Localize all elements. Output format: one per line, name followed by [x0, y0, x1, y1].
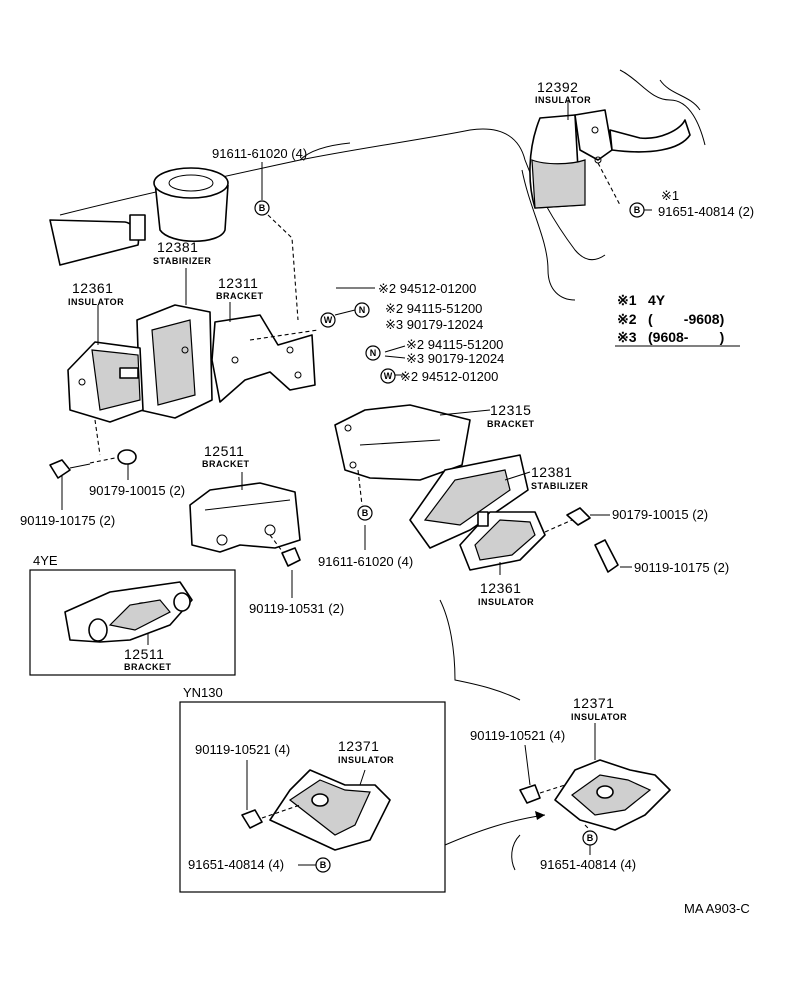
part-name-12371-right: INSULATOR — [571, 712, 627, 722]
callout-bolt-right: 90119-10175 (2) — [634, 560, 729, 575]
part-number-12361-right: 12361 — [480, 580, 521, 596]
symbol-b-top: B — [254, 200, 270, 216]
part-name-12511: BRACKET — [202, 459, 250, 469]
part-number-12315: 12315 — [490, 402, 531, 418]
part-number-12381-left: 12381 — [157, 239, 198, 255]
part-name-12311: BRACKET — [216, 291, 264, 301]
part-number-12311: 12311 — [218, 275, 258, 291]
callout-bolt-top: 91611-61020 (4) — [212, 146, 307, 161]
symbol-b-text: B — [587, 833, 594, 843]
symbol-b-top-right: B — [629, 202, 645, 218]
insulator-12361-left-drawing — [67, 341, 144, 456]
part-name-12361-left: INSULATOR — [68, 297, 124, 307]
symbol-n-text: N — [370, 348, 377, 358]
symbol-b-text: B — [634, 205, 641, 215]
oil-filler-cap — [153, 167, 229, 243]
callout-washer-a: ※2 94512-01200 — [378, 281, 476, 296]
part-number-12511: 12511 — [204, 443, 244, 459]
legend-mark-2: ※2 — [617, 311, 637, 327]
callout-bolt-left: 90119-10175 (2) — [20, 513, 115, 528]
symbol-w-a: W — [320, 312, 336, 328]
bracket-12511-drawing — [189, 482, 301, 567]
callout-bolt-center: 91611-61020 (4) — [318, 554, 413, 569]
symbol-b-text: B — [259, 203, 266, 213]
footer-code: MA A903-C — [684, 901, 750, 916]
symbol-b-bottom-right: B — [582, 830, 598, 846]
callout-bolt-yn130-bottom: 91651-40814 (4) — [188, 857, 284, 872]
right-fasteners — [544, 507, 619, 573]
box-yn130-title: YN130 — [183, 685, 223, 700]
box-yn130 — [179, 701, 446, 893]
legend-text-3: (9608- ) — [648, 329, 724, 345]
part-number-12361-left: 12361 — [72, 280, 113, 296]
part-number-12392: 12392 — [537, 79, 578, 95]
callout-bolt-12511: 90119-10531 (2) — [249, 601, 344, 616]
callout-nut-right: 90179-10015 (2) — [612, 507, 708, 522]
insulator-12371-right-drawing — [519, 759, 671, 831]
symbol-b-text: B — [320, 860, 327, 870]
part-number-12371-yn130: 12371 — [338, 738, 379, 754]
part-name-12361-right: INSULATOR — [478, 597, 534, 607]
callout-nut-b2: ※2 94115-51200 — [406, 337, 503, 352]
part-name-12371-yn130: INSULATOR — [338, 755, 394, 765]
symbol-n-b: N — [365, 345, 381, 361]
transition-arrow — [444, 814, 546, 846]
part-name-12392: INSULATOR — [535, 95, 591, 105]
part-name-12511-4ye: BRACKET — [124, 662, 172, 672]
box-4ye — [29, 569, 236, 676]
insulator-12361-right-drawing — [459, 511, 546, 571]
arrow-head-icon — [535, 811, 545, 820]
stabilizer-12381-right-drawing — [409, 454, 529, 549]
symbol-n-text: N — [359, 305, 366, 315]
leader-lines — [61, 100, 652, 866]
left-fasteners — [49, 449, 137, 479]
symbol-n-a: N — [354, 302, 370, 318]
callout-nut-left: 90179-10015 (2) — [89, 483, 185, 498]
legend-text-2: ( -9608) — [648, 311, 724, 327]
symbol-b-yn130: B — [315, 857, 331, 873]
insulator-12392-drawing — [529, 109, 691, 209]
callout-nut-b3: ※3 90179-12024 — [406, 351, 504, 366]
symbol-w-b: W — [380, 368, 396, 384]
part-name-12315: BRACKET — [487, 419, 535, 429]
callout-bolt-yn130: 90119-10521 (4) — [195, 742, 290, 757]
part-number-12371-right: 12371 — [573, 695, 614, 711]
callout-mark-1: ※1 — [661, 188, 679, 203]
symbol-w-text: W — [384, 371, 393, 381]
callout-bolt-12371-bottom: 91651-40814 (4) — [540, 857, 636, 872]
legend-mark-3: ※3 — [617, 329, 637, 345]
legend-text-1: 4Y — [648, 292, 666, 308]
legend-mark-1: ※1 — [617, 292, 637, 308]
part-number-12511-4ye: 12511 — [124, 646, 164, 662]
bracket-12311-drawing — [211, 314, 319, 403]
callout-nut-a3: ※3 90179-12024 — [385, 317, 483, 332]
part-name-12381-left: STABIRIZER — [153, 256, 211, 266]
callout-nut-a2: ※2 94115-51200 — [385, 301, 482, 316]
callout-washer-b: ※2 94512-01200 — [400, 369, 498, 384]
bracket-12315-drawing — [334, 404, 471, 506]
callout-bolt-12371-right: 90119-10521 (4) — [470, 728, 565, 743]
symbol-b-text: B — [362, 508, 369, 518]
symbol-b-center: B — [357, 505, 373, 521]
stabilizer-12381-left-drawing — [136, 304, 213, 419]
callout-bolt-top-right: 91651-40814 (2) — [658, 204, 754, 219]
part-name-12381-right: STABILIZER — [531, 481, 588, 491]
symbol-w-text: W — [324, 315, 333, 325]
part-number-12381-right: 12381 — [531, 464, 572, 480]
box-4ye-title: 4YE — [33, 553, 58, 568]
coolant-pipe — [49, 214, 146, 266]
